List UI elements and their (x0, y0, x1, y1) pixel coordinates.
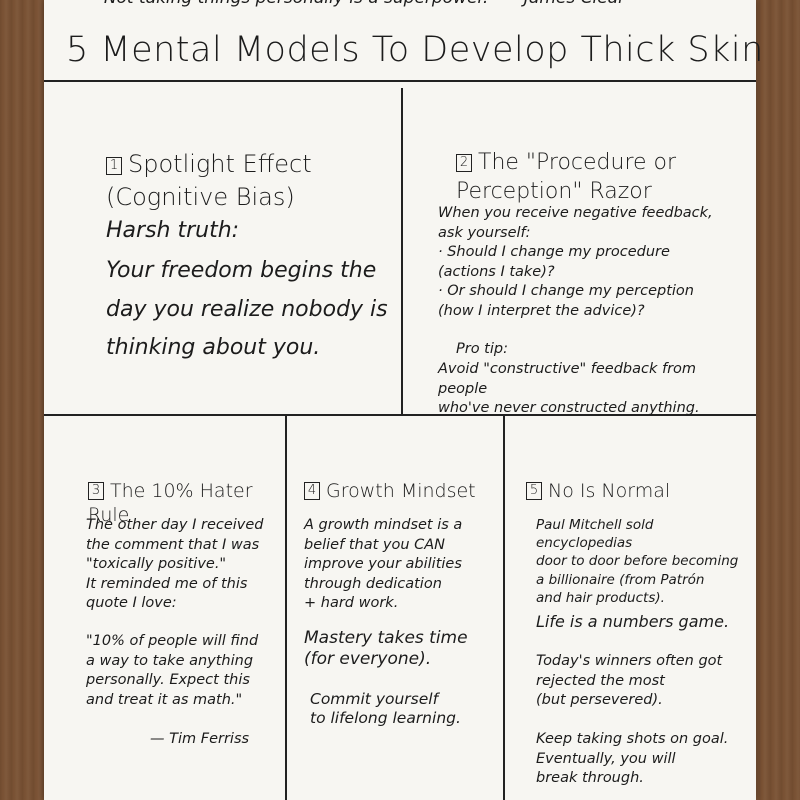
model-3-number: 3 (88, 481, 104, 500)
model-5-title: 5 No Is Normal (526, 454, 750, 503)
model-5-mid2: Today's winners often got rejected the m… (536, 653, 723, 709)
header-quote: "Not taking things personally is a super… (96, 0, 625, 8)
model-4-number: 4 (304, 481, 320, 500)
model-4-end: Commit yourself to lifelong learning. (310, 690, 461, 728)
divider-middle-horizontal (44, 414, 756, 416)
divider-top-vertical (401, 88, 403, 414)
model-4-body: A growth mindset is a belief that you CA… (304, 517, 463, 612)
model-5-mid: Life is a numbers game. (536, 612, 730, 631)
model-4-mid: Mastery takes time (for everyone). (304, 628, 468, 670)
model-2-number: 2 (456, 153, 472, 172)
model-2-title-text: The "Procedure or Perception" Razor (456, 149, 677, 205)
model-3-quote: "10% of people will find a way to take a… (86, 633, 259, 708)
model-2-body: When you receive negative feedback, ask … (438, 205, 713, 319)
model-5-number: 5 (526, 481, 542, 500)
model-2-tip-label: Pro tip: (456, 341, 508, 357)
divider-bottom-left-vertical (285, 414, 287, 800)
model-5-body: Paul Mitchell sold encyclopedias door to… (536, 517, 739, 606)
model-1-subtitle: Harsh truth: (106, 218, 240, 243)
model-4-title-text: Growth Mindset (326, 479, 476, 502)
model-3-author: — Tim Ferriss (150, 731, 250, 747)
page-title: 5 Mental Models To Develop Thick Skin (66, 30, 764, 70)
model-2-tip: Avoid "constructive" feedback from peopl… (438, 361, 700, 417)
model-4-title: 4 Growth Mindset (304, 454, 500, 503)
divider-under-title (44, 80, 756, 82)
model-3-body: The other day I received the comment tha… (86, 517, 264, 612)
model-5-title-text: No Is Normal (548, 479, 671, 502)
paper-sheet (44, 0, 756, 800)
model-1-number: 1 (106, 157, 122, 176)
model-1-title-text: Spotlight Effect (Cognitive Bias) (106, 150, 312, 211)
model-3-title-text: The 10% Hater Rule (88, 479, 253, 527)
model-1-body: Your freedom begins the day you realize … (106, 258, 388, 360)
divider-bottom-right-vertical (503, 414, 505, 800)
model-5-end: Keep taking shots on goal. Eventually, y… (536, 731, 729, 787)
